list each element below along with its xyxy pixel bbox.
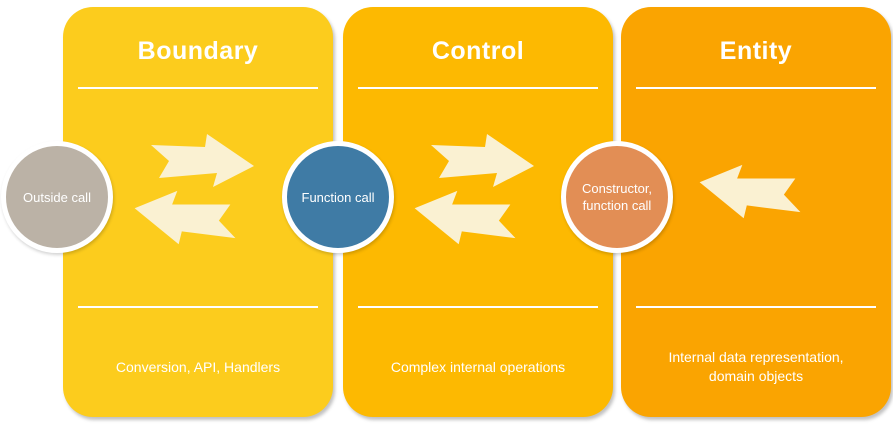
arrow-right-icon [143,133,255,189]
caption-text: Internal data representation, domain obj… [668,349,844,384]
panel-entity-title: Entity [719,37,793,65]
caption-divider [636,306,876,308]
title-divider [636,87,876,89]
panel-entity-caption: Internal data representation, domain obj… [621,327,891,407]
caption-divider [358,306,598,308]
arrow-left-icon [696,159,812,225]
arrow-left-icon [411,185,527,251]
connector-circle-outside-call: Outside call [1,141,113,253]
connector-label: Constructor, function call [581,181,653,213]
panel-boundary-caption: Conversion, API, Handlers [63,327,333,407]
title-divider [78,87,318,89]
connector-circle-function-call: Function call [282,141,394,253]
caption-text: Conversion, API, Handlers [115,358,281,375]
caption-divider [78,306,318,308]
connector-label: Outside call [23,189,91,205]
panel-control-title: Control [431,37,525,65]
connector-label: Function call [301,189,375,205]
arrow-left-icon [131,185,247,251]
caption-text: Complex internal operations [390,358,566,375]
panel-boundary-title: Boundary [137,37,259,65]
connector-circle-constructor-function-call: Constructor, function call [561,141,673,253]
panel-control-caption: Complex internal operations [343,327,613,407]
title-divider [358,87,598,89]
arrow-right-icon [423,133,535,189]
